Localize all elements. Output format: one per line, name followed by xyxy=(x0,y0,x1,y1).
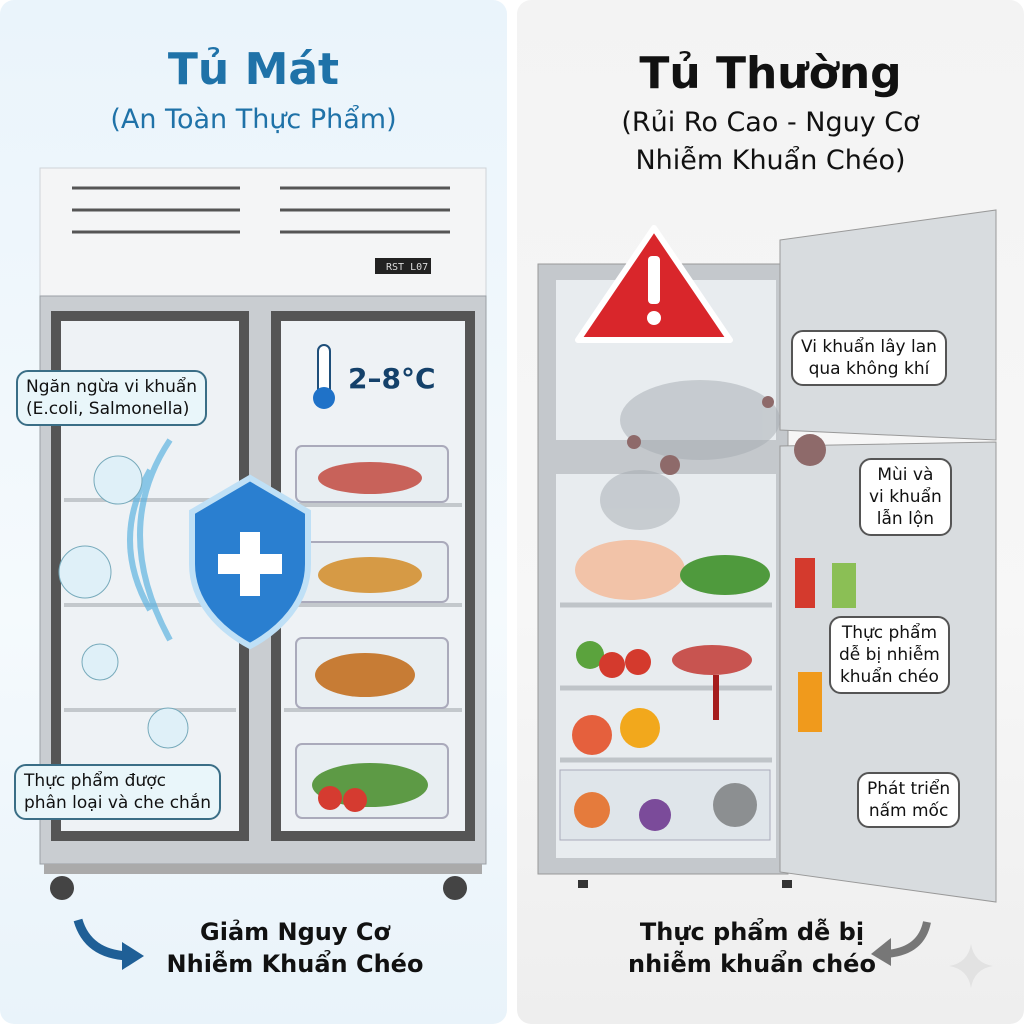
callout-mixed-odors: Mùi và vi khuẩn lẫn lộn xyxy=(859,458,952,536)
commercial-fridge-illustration xyxy=(39,167,487,900)
temperature-range: 2–8°C xyxy=(348,362,436,395)
right-subtitle-line1: (Rủi Ro Cao - Nguy Cơ xyxy=(621,107,920,138)
callout-prevent-bacteria: Ngăn ngừa vi khuẩn (E.coli, Salmonella) xyxy=(16,370,208,426)
left-footer-line2: Nhiễm Khuẩn Chéo xyxy=(166,950,424,978)
left-footer-line1: Giảm Nguy Cơ xyxy=(200,918,390,946)
callout-cross-contamination: Thực phẩm dễ bị nhiễm khuẩn chéo xyxy=(829,616,950,694)
right-subtitle-line2: Nhiễm Khuẩn Chéo) xyxy=(635,145,906,176)
right-footer-line1: Thực phẩm dễ bị xyxy=(639,918,865,946)
left-title: Tủ Mát xyxy=(167,44,340,95)
callout-airborne-bacteria: Vi khuẩn lây lan qua không khí xyxy=(791,330,947,386)
temperature-display: RST L07 xyxy=(386,262,429,273)
sparkle-icon xyxy=(949,944,993,988)
callout-food-sorted: Thực phẩm được phân loại và che chắn xyxy=(14,764,222,820)
right-footer-line2: nhiễm khuẩn chéo xyxy=(628,950,876,978)
callout-mold-growth: Phát triển nấm mốc xyxy=(857,772,961,828)
arrow-right-icon xyxy=(73,918,144,970)
regular-fridge-panel: Tủ Thường (Rủi Ro Cao - Nguy Cơ Nhiễm Kh… xyxy=(517,0,1024,1024)
safe-fridge-panel: Tủ Mát (An Toàn Thực Phẩm) RST L07 xyxy=(0,0,507,1024)
right-title: Tủ Thường xyxy=(639,48,902,99)
left-subtitle: (An Toàn Thực Phẩm) xyxy=(110,104,397,135)
right-subtitle: (Rủi Ro Cao - Nguy Cơ Nhiễm Khuẩn Chéo) xyxy=(517,104,1024,180)
arrow-left-icon xyxy=(871,920,931,966)
